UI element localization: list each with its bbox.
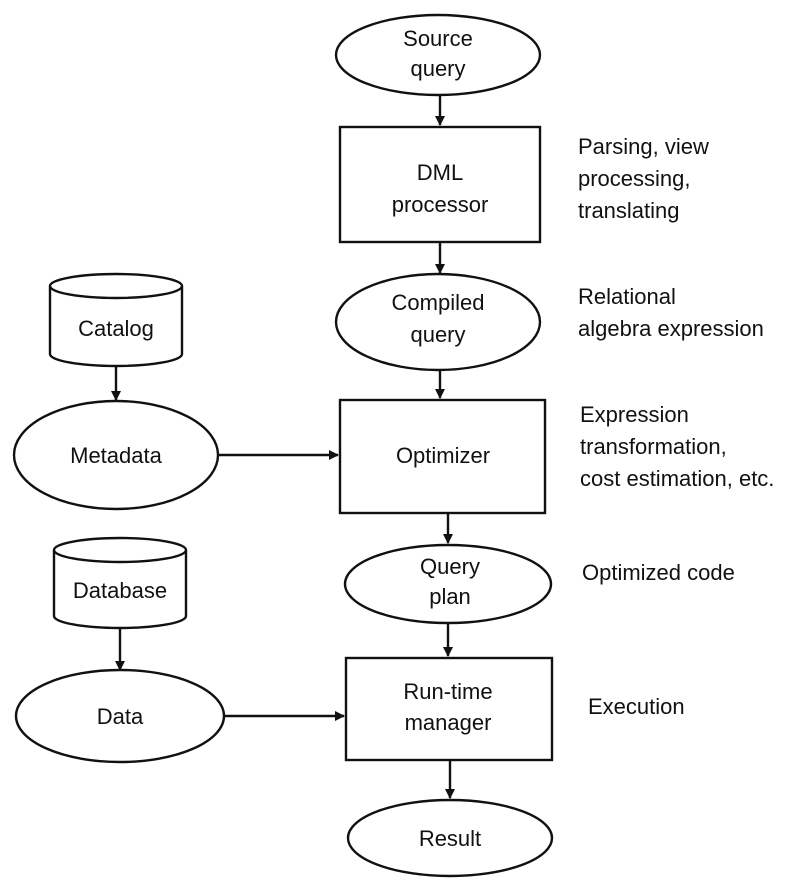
annotation-dml-line1: Parsing, view (578, 134, 709, 159)
catalog-label: Catalog (78, 316, 154, 341)
annotation-compiled: Relational algebra expression (578, 284, 764, 341)
optimizer-label: Optimizer (396, 443, 490, 468)
annotation-runtime-line1: Execution (588, 694, 685, 719)
runtime-manager-label-line2: manager (405, 710, 492, 735)
metadata-node: Metadata (12, 399, 220, 511)
result-label: Result (419, 826, 481, 851)
annotation-compiled-line2: algebra expression (578, 316, 764, 341)
database-label: Database (73, 578, 167, 603)
runtime-manager-label-line1: Run-time (403, 679, 492, 704)
source-query-node: Source query (334, 13, 542, 97)
compiled-query-label-line1: Compiled (392, 290, 485, 315)
catalog-node: Catalog (48, 272, 184, 368)
optimizer-node: Optimizer (338, 398, 547, 515)
metadata-label: Metadata (70, 443, 162, 468)
dml-processor-label-line1: DML (417, 160, 463, 185)
annotation-optimizer-line1: Expression (580, 402, 689, 427)
dml-processor-label-line2: processor (392, 192, 489, 217)
database-node: Database (52, 536, 188, 630)
annotation-optimizer: Expression transformation, cost estimati… (580, 402, 774, 491)
query-plan-label-line1: Query (420, 554, 480, 579)
annotation-dml-line2: processing, (578, 166, 691, 191)
dml-processor-node: DML processor (338, 125, 542, 244)
annotation-optimizer-line2: transformation, (580, 434, 727, 459)
compiled-query-node: Compiled query (334, 272, 542, 372)
annotation-dml-line3: translating (578, 198, 680, 223)
annotation-compiled-line1: Relational (578, 284, 676, 309)
query-plan-label-line2: plan (429, 584, 471, 609)
annotation-runtime: Execution (588, 694, 685, 719)
data-label: Data (97, 704, 144, 729)
source-query-label-line2: query (410, 56, 465, 81)
source-query-label-line1: Source (403, 26, 473, 51)
runtime-manager-node: Run-time manager (344, 656, 554, 762)
result-node: Result (346, 798, 554, 878)
query-plan-node: Query plan (343, 543, 553, 625)
annotation-optimizer-line3: cost estimation, etc. (580, 466, 774, 491)
compiled-query-label-line2: query (410, 322, 465, 347)
annotation-plan: Optimized code (582, 560, 735, 585)
data-node: Data (14, 668, 226, 764)
annotation-plan-line1: Optimized code (582, 560, 735, 585)
annotation-dml: Parsing, view processing, translating (578, 134, 709, 223)
